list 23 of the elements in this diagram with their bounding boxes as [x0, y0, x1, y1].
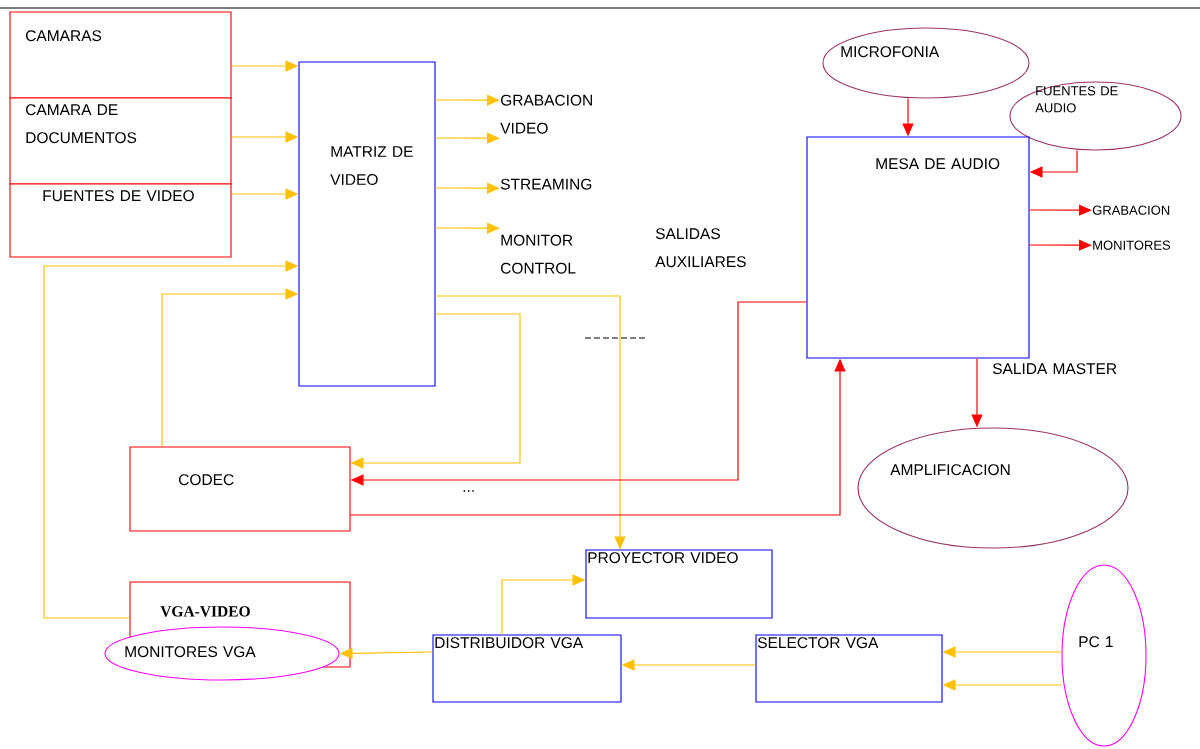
output-label: STREAMING — [500, 178, 592, 190]
block-box: CAMARAS — [9, 11, 232, 99]
arrow — [434, 222, 500, 234]
block-box: CODEC — [129, 446, 351, 532]
arrow — [434, 132, 500, 144]
arrow — [434, 182, 500, 194]
output-label: MONITORES — [1093, 240, 1171, 250]
block-box: MESA DE AUDIO — [806, 136, 1030, 359]
block-box: FUENTES DE VIDEO — [9, 183, 232, 258]
note-text: SALIDAS AUXILIARES — [655, 228, 746, 268]
note-text: ... — [463, 490, 474, 492]
arrow — [1028, 204, 1092, 216]
note-text: SALIDA MASTER — [992, 363, 1117, 375]
output-label: GRABACION VIDEO — [500, 94, 592, 134]
block-box: CAMARA DE DOCUMENTOS — [9, 97, 232, 185]
arrow — [434, 94, 500, 106]
output-label: MONITOR CONTROL — [501, 234, 576, 274]
arrow — [1028, 239, 1092, 251]
block-box: PROYECTOR VIDEO — [585, 549, 773, 619]
block-box: MATRIZ DE VIDEO — [298, 61, 436, 387]
block-box: DISTRIBUIDOR VGA — [432, 634, 622, 703]
block-box: SELECTOR VGA — [755, 634, 943, 703]
output-label: GRABACION — [1092, 205, 1170, 215]
